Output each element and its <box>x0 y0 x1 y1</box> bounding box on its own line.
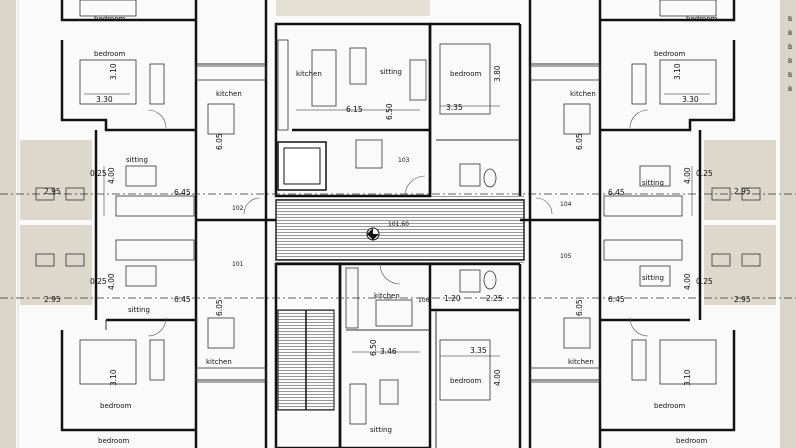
label-sitting-right-upper: sitting <box>642 179 664 187</box>
right-wing-walls <box>520 0 736 448</box>
dim-left-kitchen-upper: 6.05 <box>215 133 224 150</box>
dim-right-bed-upper-height: 3.10 <box>673 63 682 80</box>
dim-left-bed-upper-width: 3.30 <box>96 95 113 104</box>
unit-106: 106 <box>418 297 430 304</box>
dim-right-bed-upper-width: 3.30 <box>682 95 699 104</box>
dim-left-balcony-upper: 2.95 <box>44 187 61 196</box>
label-bedroom-left-upper: bedroom <box>94 50 125 58</box>
central-corridor <box>276 196 524 264</box>
axis-mark-5: B <box>788 72 792 79</box>
dim-centre-bath-1: 1.20 <box>444 294 461 303</box>
label-bedroom-top-left: bedroom <box>94 15 125 23</box>
dim-left-bed-upper-height: 3.10 <box>109 63 118 80</box>
dim-left-sitting-upper-width: 6.45 <box>174 188 191 197</box>
dim-left-wall-lower: 0.25 <box>90 277 107 286</box>
dim-centre-bed-lower-height: 4.00 <box>493 369 502 386</box>
lift-shaft <box>277 141 327 191</box>
dim-left-wall-upper: 0.25 <box>90 169 107 178</box>
label-bedroom-right-lower: bedroom <box>654 402 685 410</box>
dim-centre-kitchen-width: 6.15 <box>346 105 363 114</box>
dim-right-balcony-lower: 2.95 <box>734 295 751 304</box>
label-kitchen-left-lower: kitchen <box>206 358 232 366</box>
dim-right-sitting-lower-width: 6.45 <box>608 295 625 304</box>
dim-right-sitting-upper-height: 4.00 <box>683 167 692 184</box>
dim-right-wall-lower: 0.25 <box>696 277 713 286</box>
axis-mark-2: B <box>788 30 792 37</box>
dim-left-sitting-lower-width: 6.45 <box>174 295 191 304</box>
unit-104: 104 <box>560 201 572 208</box>
label-bedroom-left-lower: bedroom <box>100 402 131 410</box>
left-balcony-upper <box>20 140 92 220</box>
right-balcony-lower <box>704 225 776 305</box>
dim-right-kitchen-upper: 6.05 <box>575 133 584 150</box>
right-terrace-strip <box>780 0 796 448</box>
label-sitting-centre-top: sitting <box>380 68 402 76</box>
label-sitting-centre-bottom: sitting <box>370 426 392 434</box>
label-sitting-left-upper: sitting <box>126 156 148 164</box>
dim-right-sitting-upper-width: 6.45 <box>608 188 625 197</box>
top-balcony <box>276 0 430 16</box>
dim-centre-sitting-height: 6.50 <box>385 103 394 120</box>
dim-centre-kitchen-lower: 3.46 <box>380 347 397 356</box>
left-terrace-strip <box>0 0 16 448</box>
furniture <box>35 0 761 425</box>
dim-right-balcony-upper: 2.95 <box>734 187 751 196</box>
axis-mark-3: B <box>788 44 792 51</box>
label-kitchen-right-upper: kitchen <box>570 90 596 98</box>
label-kitchen-centre-bottom: kitchen <box>374 292 400 300</box>
dim-right-sitting-lower-height: 4.00 <box>683 273 692 290</box>
label-bedroom-centre-bottom: bedroom <box>450 377 481 385</box>
unit-102: 102 <box>232 205 244 212</box>
dim-centre-bath-2: 2.25 <box>486 294 503 303</box>
label-sitting-right-lower: sitting <box>642 274 664 282</box>
dim-centre-bed-height: 3.80 <box>493 65 502 82</box>
dim-right-wall-upper: 0.25 <box>696 169 713 178</box>
unit-103: 103 <box>398 157 410 164</box>
left-balcony-lower <box>20 225 92 305</box>
dim-right-kitchen-lower: 6.05 <box>575 299 584 316</box>
dim-centre-sitting-lower-height: 6.50 <box>369 339 378 356</box>
label-bedroom-top-right: bedroom <box>686 15 717 23</box>
dim-left-sitting-upper-height: 4.00 <box>107 167 116 184</box>
axis-marks: B B B B B B <box>788 16 792 93</box>
label-bedroom-right-upper: bedroom <box>654 50 685 58</box>
label-kitchen-centre-top: kitchen <box>296 70 322 78</box>
left-wing-walls <box>60 0 276 448</box>
label-bedroom-bottom-left: bedroom <box>98 437 129 445</box>
label-kitchen-right-lower: kitchen <box>568 358 594 366</box>
right-balcony-upper <box>704 140 776 220</box>
centre-block-walls <box>274 22 522 448</box>
dim-centre-bed-width: 3.35 <box>446 103 463 112</box>
dim-centre-bed-lower-width: 3.35 <box>470 346 487 355</box>
unit-101: 101 <box>232 261 244 268</box>
label-bedroom-centre-top: bedroom <box>450 70 481 78</box>
dim-right-bed-lower-height: 3.10 <box>683 369 692 386</box>
level-value: 101.60 <box>388 221 409 228</box>
dim-left-bed-lower-height: 3.10 <box>109 369 118 386</box>
axis-mark-4: B <box>788 58 792 65</box>
dim-left-sitting-lower-height: 4.00 <box>107 273 116 290</box>
axis-lines <box>0 193 796 299</box>
dim-left-kitchen-lower: 6.05 <box>215 299 224 316</box>
label-sitting-left-lower: sitting <box>128 306 150 314</box>
label-kitchen-left-upper: kitchen <box>216 90 242 98</box>
axis-mark-6: B <box>788 86 792 93</box>
unit-105: 105 <box>560 253 572 260</box>
label-bedroom-bottom-right: bedroom <box>676 437 707 445</box>
axis-mark-1: B <box>788 16 792 23</box>
dim-left-balcony-lower: 2.95 <box>44 295 61 304</box>
